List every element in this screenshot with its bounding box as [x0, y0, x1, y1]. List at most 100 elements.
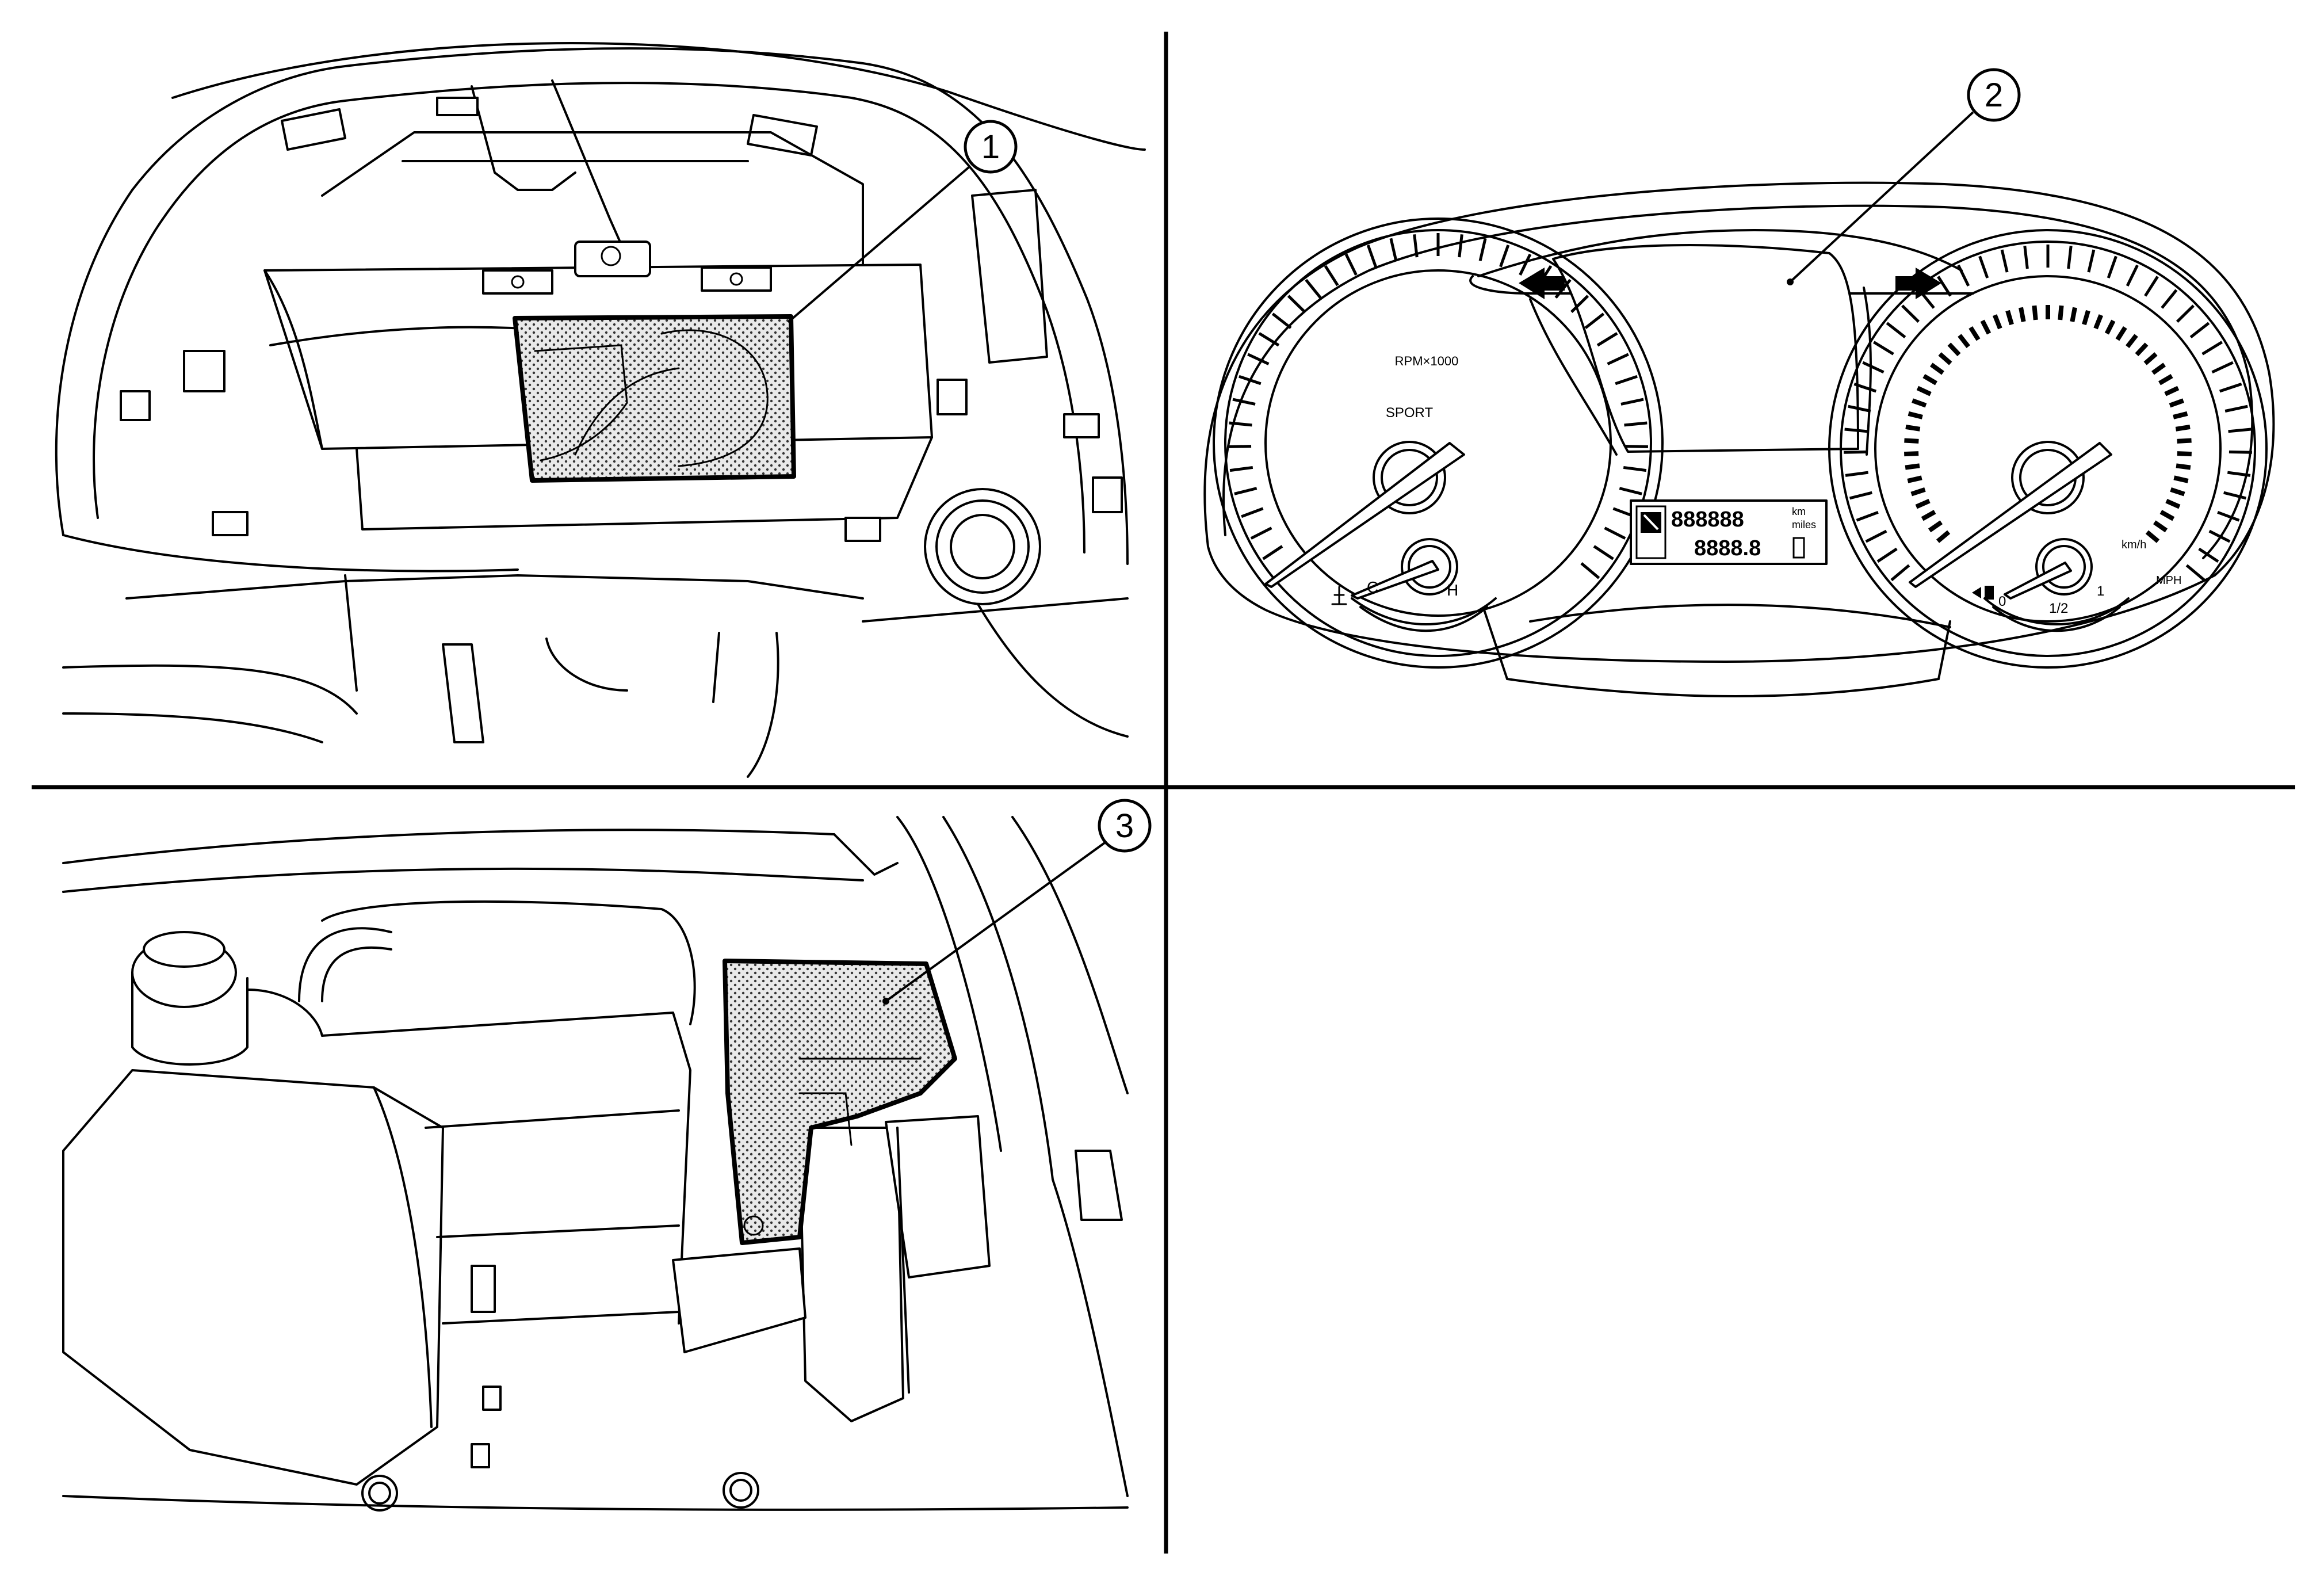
tachometer-tick — [1271, 312, 1292, 329]
speedometer-inner-tick — [2176, 463, 2191, 470]
speedometer-inner-tick — [1938, 352, 1952, 365]
speedometer-tick — [2144, 276, 2159, 297]
speedometer-inner-tick — [1928, 520, 1943, 533]
speedometer-tick — [2223, 491, 2247, 500]
speedometer-inner-tick — [1958, 334, 1970, 348]
tachometer-ticks — [1228, 233, 1648, 579]
tachometer-tick — [1344, 253, 1358, 276]
speedometer-inner-tick — [1915, 498, 1931, 509]
tachometer-tick — [1250, 526, 1272, 540]
right-turn-arrow-icon — [1895, 268, 1941, 299]
tachometer-tick — [1232, 398, 1256, 406]
speedometer-tick — [1901, 304, 1920, 323]
speedometer-inner-tick — [2165, 498, 2181, 509]
speedometer-inner-tick — [2169, 398, 2184, 408]
speedometer-tick — [2217, 510, 2240, 522]
panel-2-instrument-cluster: RPM×1000 SPORT C H km/h MPH — [1203, 68, 2275, 697]
fuel-half-label: 1/2 — [2049, 601, 2068, 616]
speedometer-tick — [2198, 547, 2219, 563]
tachometer-mode-label: SPORT — [1386, 405, 1434, 421]
tachometer-tick — [1554, 278, 1572, 299]
tachometer-tick — [1366, 245, 1377, 268]
speedometer-tick — [2224, 404, 2248, 413]
tachometer-tick — [1258, 332, 1280, 347]
speedometer-inner-tick — [1968, 326, 1981, 341]
speedometer-tick — [1865, 529, 1887, 543]
tachometer-tick — [1241, 507, 1264, 518]
speedometer-tick — [2023, 245, 2029, 269]
speedometer-inner-tick — [1904, 438, 1919, 444]
speedometer-tick — [2189, 322, 2210, 339]
coolant-temp-icon — [1331, 586, 1347, 605]
speedometer-inner-tick — [1916, 386, 1932, 396]
callout-2-circle — [1967, 68, 2021, 122]
tachometer-tick — [1458, 234, 1463, 258]
speedometer-inner-tick — [1992, 314, 2002, 330]
speedometer-tick — [2185, 564, 2205, 582]
speedometer-tick — [2228, 428, 2252, 433]
tachometer-tick — [1234, 487, 1257, 495]
odometer-top-digits: 888888 — [1671, 507, 1744, 532]
speedometer-inner-tick — [1907, 475, 1922, 483]
tachometer-needle — [1264, 442, 1465, 588]
temp-hot-label: H — [1447, 581, 1458, 599]
speedometer-tick — [2211, 361, 2234, 374]
tachometer-tick — [1247, 353, 1270, 365]
speedometer-inner-tick — [2005, 310, 2014, 326]
callout-1-leader — [787, 166, 970, 323]
panel-3-engine-bay: 3 — [62, 799, 1152, 1512]
callout-3-leader — [885, 842, 1106, 1002]
callout-3-label: 3 — [1115, 807, 1134, 845]
speedometer-inner-tick — [1904, 451, 1919, 457]
speedometer-tick — [2107, 255, 2117, 278]
tachometer-tick — [1607, 353, 1629, 365]
speedometer-tick — [2208, 529, 2231, 543]
speedometer-inner-tick — [2135, 342, 2149, 357]
speedometer-inner-tick — [1905, 425, 1921, 432]
speedometer-inner-tick — [2019, 307, 2026, 322]
speedometer-tick — [2087, 249, 2096, 273]
speedometer-inner-tick — [2170, 487, 2185, 497]
tachometer-tick — [1596, 332, 1618, 347]
tachometer-tick — [1537, 265, 1553, 287]
speedometer-inner-tick — [2164, 386, 2180, 396]
tachometer-tick — [1624, 421, 1648, 427]
callout-2-label: 2 — [1985, 77, 2003, 114]
tachometer-tick — [1620, 398, 1644, 406]
tachometer-tick — [1619, 487, 1642, 495]
speedometer-tick — [1876, 547, 1898, 563]
callout-1-label: 1 — [981, 128, 1000, 166]
speedometer-tick — [1853, 382, 1877, 393]
speedometer-tick — [2219, 382, 2242, 393]
speedometer-tick — [2161, 289, 2178, 309]
callout-1-circle — [964, 120, 1018, 174]
speedometer-inner-tick — [2082, 310, 2090, 326]
speedometer-tick — [1937, 276, 1952, 297]
component-1-highlight — [513, 314, 796, 483]
speedometer-inner-tick — [1922, 373, 1937, 386]
odometer-unit-miles: miles — [1792, 519, 1816, 531]
tachometer-tick — [1228, 445, 1252, 448]
reset-button-icon — [1641, 512, 1661, 533]
temp-needle — [1351, 560, 1439, 600]
speedometer-inner-tick — [2070, 307, 2077, 322]
tachometer-tick — [1229, 421, 1252, 427]
tachometer-tick — [1623, 465, 1647, 472]
panel-4-empty — [1174, 794, 2295, 1554]
tachometer-tick — [1615, 375, 1638, 386]
speedometer-tick — [1862, 361, 1885, 374]
speedometer-tick — [2000, 249, 2009, 273]
speed-unit-mph: MPH — [2156, 574, 2181, 587]
speedometer-tick — [2126, 264, 2139, 287]
fuel-full-label: 1 — [2097, 583, 2104, 599]
speedometer-tick — [1873, 341, 1894, 356]
speedometer-inner-tick — [1929, 362, 1944, 375]
tachometer-scale-label: RPM×1000 — [1395, 354, 1459, 368]
left-turn-arrow-icon — [1519, 268, 1565, 299]
tachometer-tick — [1413, 234, 1419, 258]
speedometer-inner-tick — [1947, 342, 1961, 357]
speedometer-tick — [1844, 428, 1868, 433]
callout-2-leader — [1789, 111, 1974, 283]
tachometer-tick — [1580, 562, 1600, 579]
